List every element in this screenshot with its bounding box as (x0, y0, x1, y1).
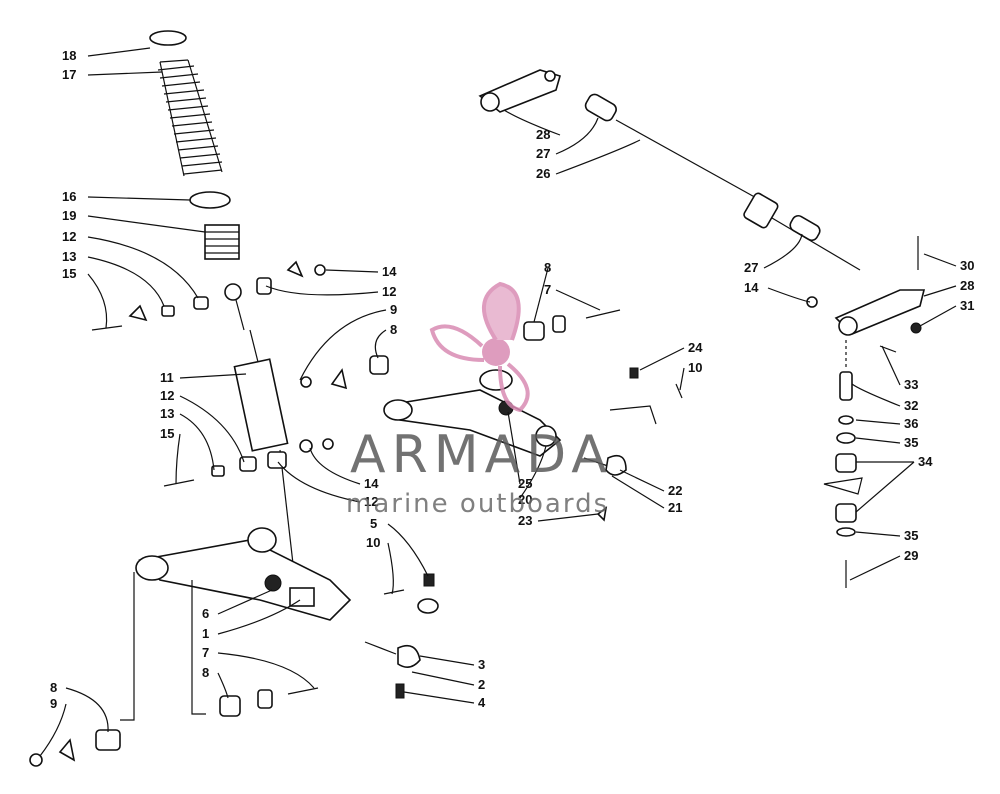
callout-34: 34 (918, 454, 933, 469)
callout-14: 14 (382, 264, 397, 279)
callout-13: 13 (62, 249, 76, 264)
callout-5: 5 (370, 516, 377, 531)
callout-28: 28 (960, 278, 974, 293)
callout-15: 15 (160, 426, 174, 441)
callout-28: 28 (536, 127, 550, 142)
callout-33: 33 (904, 377, 918, 392)
callout-11: 11 (160, 370, 174, 385)
callout-1: 1 (202, 626, 209, 641)
callout-21: 21 (668, 500, 682, 515)
callout-labels: 18 17 16 19 12 13 15 14 12 9 8 11 12 13 … (50, 48, 974, 711)
callout-19: 19 (62, 208, 76, 223)
callout-36: 36 (904, 416, 918, 431)
callout-29: 29 (904, 548, 918, 563)
callout-7: 7 (202, 645, 209, 660)
watermark-title: ARMADA (350, 425, 613, 485)
callout-6: 6 (202, 606, 209, 621)
callout-14: 14 (744, 280, 759, 295)
callout-23: 23 (518, 513, 532, 528)
callout-17: 17 (62, 67, 76, 82)
lower-a-arm (29, 527, 439, 767)
callout-2: 2 (478, 677, 485, 692)
callout-27: 27 (744, 260, 758, 275)
callout-9: 9 (50, 696, 57, 711)
callout-10: 10 (366, 535, 380, 550)
propeller-logo-icon (429, 281, 530, 413)
callout-26: 26 (536, 166, 550, 181)
callout-9: 9 (390, 302, 397, 317)
callout-8: 8 (50, 680, 57, 695)
callout-8: 8 (202, 665, 209, 680)
callout-14: 14 (364, 476, 379, 491)
tie-rod-assembly (478, 69, 926, 588)
callout-27: 27 (536, 146, 550, 161)
callout-7: 7 (544, 282, 551, 297)
callout-18: 18 (62, 48, 76, 63)
watermark-subtitle: marine outboards (346, 489, 609, 519)
shock-assembly (91, 30, 334, 591)
callout-12: 12 (62, 229, 76, 244)
callout-35: 35 (904, 528, 918, 543)
upper-a-arm (300, 309, 683, 522)
callout-35: 35 (904, 435, 918, 450)
callout-24: 24 (688, 340, 703, 355)
callout-25: 25 (518, 476, 532, 491)
callout-32: 32 (904, 398, 918, 413)
callout-12: 12 (160, 388, 174, 403)
callout-30: 30 (960, 258, 974, 273)
callout-8: 8 (544, 260, 551, 275)
callout-12: 12 (382, 284, 396, 299)
callout-3: 3 (478, 657, 485, 672)
callout-10: 10 (688, 360, 702, 375)
callout-13: 13 (160, 406, 174, 421)
leader-lines (39, 47, 957, 757)
callout-16: 16 (62, 189, 76, 204)
callout-8: 8 (390, 322, 397, 337)
watermark: ARMADA marine outboards (346, 281, 613, 519)
callout-31: 31 (960, 298, 974, 313)
callout-15: 15 (62, 266, 76, 281)
callout-12: 12 (364, 494, 378, 509)
callout-4: 4 (478, 695, 486, 710)
coil-spring (157, 59, 223, 177)
callout-22: 22 (668, 483, 682, 498)
callout-20: 20 (518, 492, 532, 507)
